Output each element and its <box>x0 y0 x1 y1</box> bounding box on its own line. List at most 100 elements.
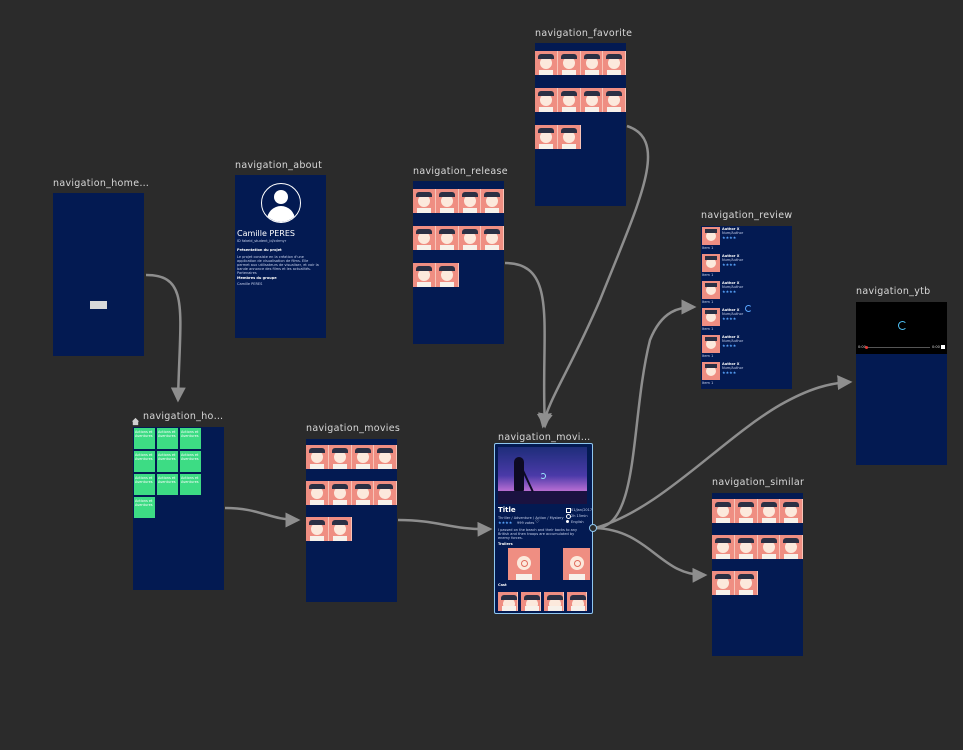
globe-icon <box>566 520 569 523</box>
screen-similar[interactable] <box>712 493 803 656</box>
movie-poster[interactable] <box>328 445 352 469</box>
movie-poster[interactable] <box>580 88 604 112</box>
cast-avatar[interactable] <box>567 592 587 611</box>
reviewer-avatar <box>702 281 720 299</box>
movie-poster[interactable] <box>458 189 482 213</box>
edge-release-to-detail <box>504 261 552 429</box>
movie-poster[interactable] <box>535 88 558 112</box>
genre-card[interactable]: Actions et Aventures <box>134 428 155 449</box>
movie-poster[interactable] <box>374 481 397 505</box>
genre-card[interactable]: Actions et Aventures <box>134 474 155 495</box>
movie-poster[interactable] <box>413 226 436 250</box>
movie-poster[interactable] <box>712 535 735 559</box>
fullscreen-icon[interactable] <box>941 345 945 349</box>
genre-card[interactable]: Actions et Aventures <box>134 451 155 472</box>
screen-movie-detail[interactable]: Title Thriller / Adventure / Action / My… <box>494 443 593 614</box>
moon-icon <box>540 473 546 479</box>
movie-poster[interactable] <box>374 445 397 469</box>
movie-poster[interactable] <box>735 571 758 595</box>
movie-poster[interactable] <box>328 481 352 505</box>
movie-poster[interactable] <box>535 51 558 75</box>
about-description: Le projet consiste en la création d'une … <box>237 255 319 275</box>
node-label-about: navigation_about <box>235 160 323 171</box>
review-tag: Item 1 <box>702 246 714 250</box>
movie-poster[interactable] <box>580 51 604 75</box>
movie-poster[interactable] <box>481 226 504 250</box>
movie-poster[interactable] <box>436 263 459 287</box>
about-subtitle: ID fakeid_student_id/cdrmyr <box>237 239 287 243</box>
poster-row <box>535 125 626 149</box>
review-author: Author X <box>722 308 740 312</box>
movie-poster[interactable] <box>557 88 581 112</box>
movie-poster[interactable] <box>306 481 329 505</box>
screen-home-host[interactable] <box>53 193 144 356</box>
screen-favorite[interactable] <box>535 43 626 206</box>
movie-poster[interactable] <box>757 535 781 559</box>
movie-poster[interactable] <box>603 51 626 75</box>
play-icon <box>521 560 528 567</box>
movie-poster[interactable] <box>329 517 352 541</box>
movie-poster[interactable] <box>712 499 735 523</box>
movie-poster[interactable] <box>481 189 504 213</box>
trailer-thumb[interactable] <box>508 548 540 580</box>
screen-movies[interactable] <box>306 439 397 602</box>
movie-poster[interactable] <box>780 535 803 559</box>
cast-avatar[interactable] <box>498 592 518 611</box>
review-rating: ★★★★ <box>722 235 737 240</box>
loading-placeholder <box>90 301 107 309</box>
genre-card[interactable]: Actions et Aventures <box>180 428 201 449</box>
poster-row <box>535 88 626 112</box>
screen-about[interactable]: Camille PERES ID fakeid_student_id/cdrmy… <box>235 175 326 338</box>
movie-poster[interactable] <box>351 445 375 469</box>
genre-card[interactable]: Actions et Aventures <box>157 428 178 449</box>
movie-poster[interactable] <box>757 499 781 523</box>
node-label-movie-detail: navigation_movi… <box>498 432 591 443</box>
genre-card[interactable]: Actions et Aventures <box>134 497 155 518</box>
cast-avatar[interactable] <box>521 592 541 611</box>
movie-poster[interactable] <box>351 481 375 505</box>
action-connector-handle[interactable] <box>589 524 597 532</box>
cast-avatar[interactable] <box>544 592 564 611</box>
movie-poster[interactable] <box>535 125 558 149</box>
seek-thumb-icon[interactable] <box>865 346 868 349</box>
review-rating: ★★★★ <box>722 343 737 348</box>
movie-poster[interactable] <box>734 499 758 523</box>
calendar-icon <box>566 508 571 513</box>
movie-poster[interactable] <box>306 517 329 541</box>
screen-ytb[interactable]: 0:00 0:00 <box>856 302 947 465</box>
movie-poster[interactable] <box>780 499 803 523</box>
trailer-thumb[interactable] <box>563 548 590 580</box>
movie-poster[interactable] <box>712 571 735 595</box>
movie-poster[interactable] <box>558 125 581 149</box>
movie-poster[interactable] <box>435 189 459 213</box>
screen-home[interactable]: Actions et Aventures Actions et Aventure… <box>133 427 224 590</box>
edge-favorite-to-detail <box>538 124 650 429</box>
poster-row <box>712 571 803 595</box>
movie-poster[interactable] <box>413 189 436 213</box>
node-label-home: navigation_ho… <box>143 411 224 422</box>
movie-poster[interactable] <box>306 445 329 469</box>
screen-release[interactable] <box>413 181 504 344</box>
video-seekbar[interactable] <box>866 347 930 348</box>
movie-poster[interactable] <box>458 226 482 250</box>
video-player[interactable]: 0:00 0:00 <box>856 302 947 354</box>
movie-poster[interactable] <box>734 535 758 559</box>
genre-card[interactable]: Actions et Aventures <box>180 451 201 472</box>
favorite-heart-icon[interactable]: ♡ <box>535 519 540 525</box>
movie-votes: 999 votes <box>517 521 535 525</box>
genre-card[interactable]: Actions et Aventures <box>157 474 178 495</box>
movie-poster[interactable] <box>413 263 436 287</box>
movie-poster[interactable] <box>435 226 459 250</box>
movie-poster[interactable] <box>603 88 626 112</box>
movie-poster[interactable] <box>557 51 581 75</box>
genre-card[interactable]: Actions et Aventures <box>157 451 178 472</box>
genre-card[interactable]: Actions et Aventures <box>180 474 201 495</box>
movie-date: 01/Jan/2017 <box>571 508 593 512</box>
